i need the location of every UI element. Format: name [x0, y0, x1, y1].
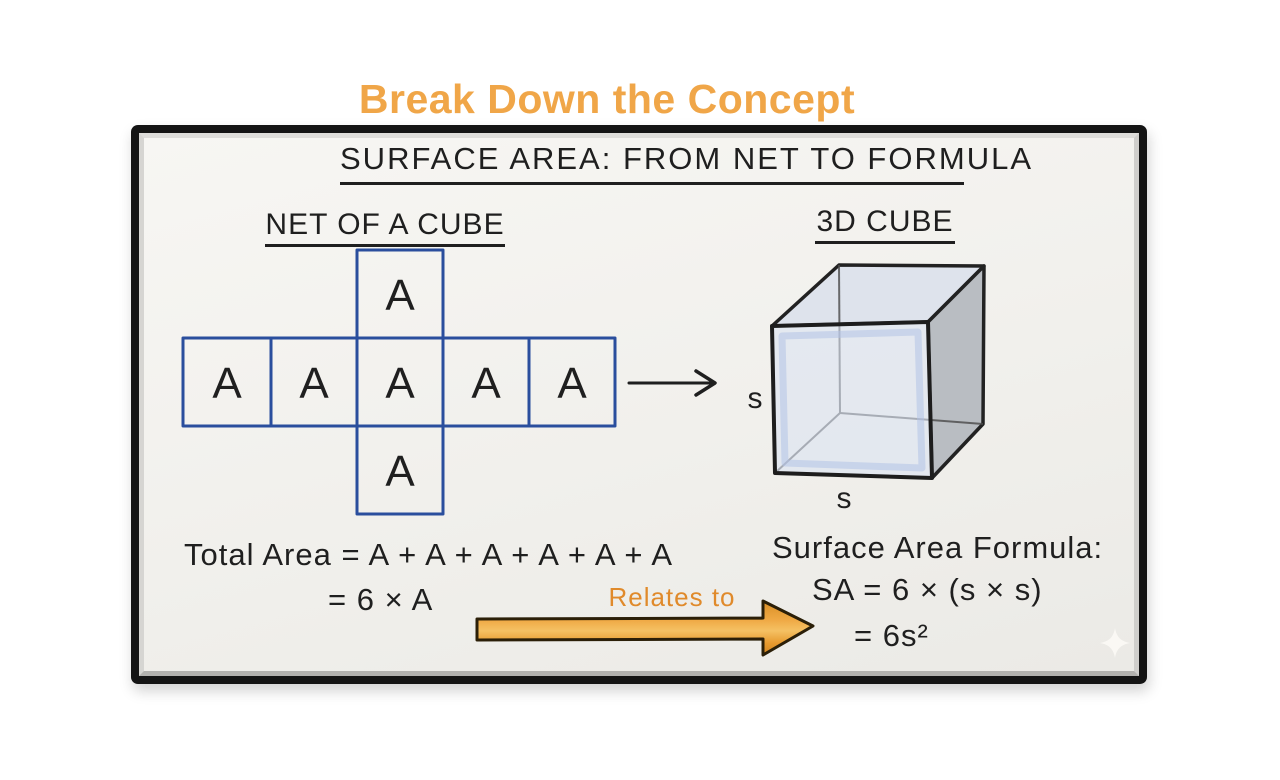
relates-label: Relates to	[608, 582, 736, 612]
total-area-line2: = 6 × A	[328, 582, 434, 617]
net-face-label: A	[299, 359, 329, 408]
net-face-label: A	[471, 359, 501, 408]
whiteboard-frame: SURFACE AREA: FROM NET TO FORMULA NET OF…	[131, 125, 1147, 684]
whiteboard-surface: SURFACE AREA: FROM NET TO FORMULA NET OF…	[139, 133, 1139, 676]
net-face-label: A	[385, 271, 415, 320]
cube-front-shading	[778, 328, 926, 472]
cube-base-label: s	[837, 482, 852, 512]
net-face-label: A	[212, 359, 242, 408]
total-area-line1: Total Area = A + A + A + A + A + A	[184, 537, 674, 572]
relates-arrow-icon	[475, 599, 815, 657]
transform-arrow-icon	[627, 369, 717, 397]
cube-3d-figure: s s	[748, 263, 986, 512]
board-heading: SURFACE AREA: FROM NET TO FORMULA	[340, 141, 1031, 185]
formula-heading: Surface Area Formula:	[772, 530, 1104, 565]
formula-line1: SA = 6 × (s × s)	[812, 572, 1043, 607]
net-face-label: A	[385, 447, 415, 496]
cube-net-figure: A A A A A A A	[181, 248, 617, 516]
cube-side-label: s	[748, 382, 763, 415]
net-face-square	[355, 424, 445, 516]
net-face-label: A	[557, 359, 587, 408]
net-section-heading: NET OF A CUBE	[265, 208, 505, 247]
net-face-label: A	[385, 359, 415, 408]
net-face-square	[527, 336, 617, 428]
formula-line2: = 6s²	[854, 618, 929, 653]
page-title: Break Down the Concept	[358, 76, 856, 122]
sparkle-icon	[1100, 628, 1130, 658]
cube-section-heading: 3D CUBE	[815, 205, 955, 244]
cube-front-face	[770, 320, 934, 480]
